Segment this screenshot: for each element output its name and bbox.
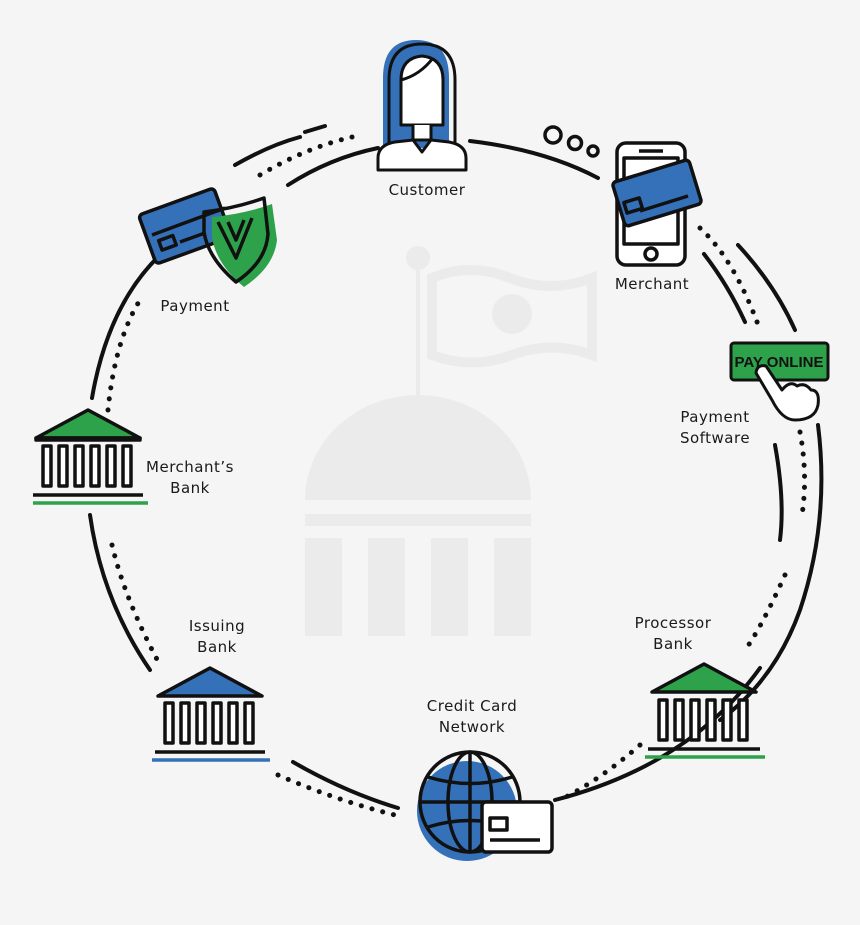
card-shield-icon [137,187,277,287]
customer-label: Customer [372,180,482,201]
dotted-merchantsbank-payment [105,297,143,413]
arc-merchant-paysoftware [702,252,747,324]
dotted-processor-network [557,742,643,803]
arc-customer-merchant [468,139,600,180]
dotted-payment-customer [257,134,355,178]
globe-card-icon [417,750,554,861]
merchant-label-text: Merchant [614,275,690,293]
issuing-bank-line2: Bank [197,638,237,656]
issuing-bank-label: Issuing Bank [162,616,272,658]
dotted-paysoftware-processor [797,429,808,518]
payment-label-text: Payment [160,297,230,315]
issuing-bank-icon [152,666,270,762]
processor-bank-line1: Processor [634,614,712,632]
arc-merchantsbank-payment [90,253,162,400]
processor-bank-line2: Bank [653,635,693,653]
pay-online-button-icon: PAY ONLINE [729,341,830,422]
woman-avatar-icon [376,40,468,172]
processor-bank-icon [645,662,765,759]
arc-payment-customer-outer [233,135,302,167]
arc-payment-customer [286,146,380,187]
payment-software-line2: Software [679,429,751,447]
pay-online-text: PAY ONLINE [735,354,824,371]
merchants-bank-line1: Merchant’s [146,458,234,476]
arc-issuing-merchantsbank [88,513,152,672]
smartphone-card-icon [611,141,703,267]
arc-payment-customer-dash [303,124,327,134]
merchant-label: Merchant [600,274,704,295]
payment-software-label: Payment Software [660,407,770,449]
dotted-issuing-merchantsbank [109,542,163,668]
customer-label-text: Customer [388,181,466,199]
arc-paysoftware-inner [773,443,784,542]
arc-paysoftware-processor [718,423,824,722]
processor-bank-label: Processor Bank [618,613,728,655]
merchants-bank-label: Merchant’s Bank [130,457,250,499]
credit-card-network-label: Credit Card Network [412,696,532,738]
payment-software-line1: Payment [680,408,750,426]
merchants-bank-icon [33,408,148,505]
arc-network-issuing [291,760,400,810]
thought-bubbles-icon [543,125,600,158]
dotted-merchant-paysoftware [697,225,763,333]
payment-label: Payment [145,296,245,317]
dotted-processor-right [742,572,788,653]
dotted-network-issuing [275,772,398,818]
issuing-bank-line1: Issuing [188,617,246,635]
merchants-bank-line2: Bank [170,479,210,497]
bank-money-watermark-icon [305,246,597,636]
credit-card-network-line2: Network [438,718,506,736]
credit-card-network-line1: Credit Card [426,697,518,715]
arc-merchant-paysoftware-outer [736,243,797,332]
cycle-dotted-arcs [105,134,808,818]
